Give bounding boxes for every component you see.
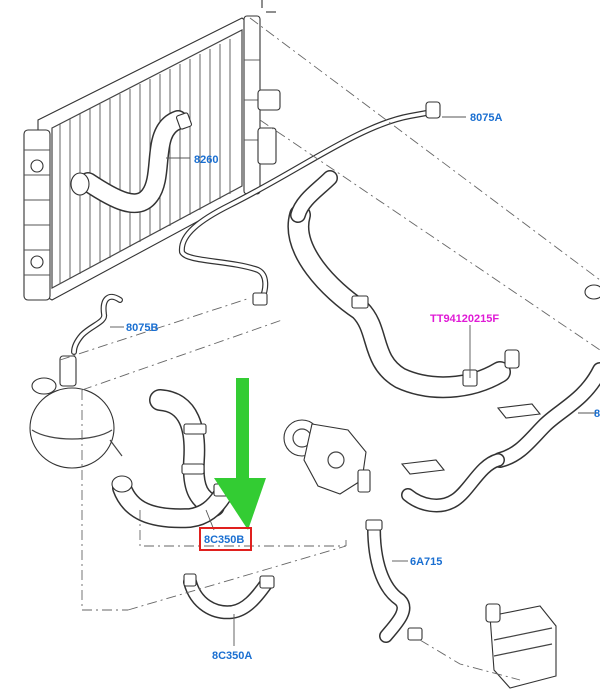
label-8260: 8260 bbox=[194, 154, 218, 166]
hose-6a715 bbox=[365, 519, 423, 643]
expansion-tank bbox=[29, 355, 123, 469]
hose-8075b bbox=[71, 293, 124, 355]
hose-8c350a bbox=[183, 573, 275, 646]
hose-tt94120215f bbox=[287, 170, 520, 399]
label-8075a: 8075A bbox=[470, 112, 502, 124]
highlight-box bbox=[199, 527, 252, 551]
hose-8260 bbox=[70, 110, 193, 214]
label-tt94120215f: TT94120215F bbox=[430, 313, 499, 325]
label-8c350a: 8C350A bbox=[212, 650, 252, 662]
green-arrow bbox=[214, 378, 266, 530]
label-8c350b: 8C350B bbox=[204, 534, 244, 546]
water-pump bbox=[283, 419, 371, 495]
hose-right-long bbox=[400, 284, 600, 513]
assembly-outlines bbox=[59, 17, 600, 681]
label-8075b: 8075B bbox=[126, 322, 158, 334]
hose-8075a bbox=[178, 101, 466, 306]
label-8-cut: 8 bbox=[594, 408, 600, 420]
hose-8c350b bbox=[111, 389, 232, 531]
label-6a715: 6A715 bbox=[410, 556, 442, 568]
oil-cooler bbox=[485, 603, 557, 689]
